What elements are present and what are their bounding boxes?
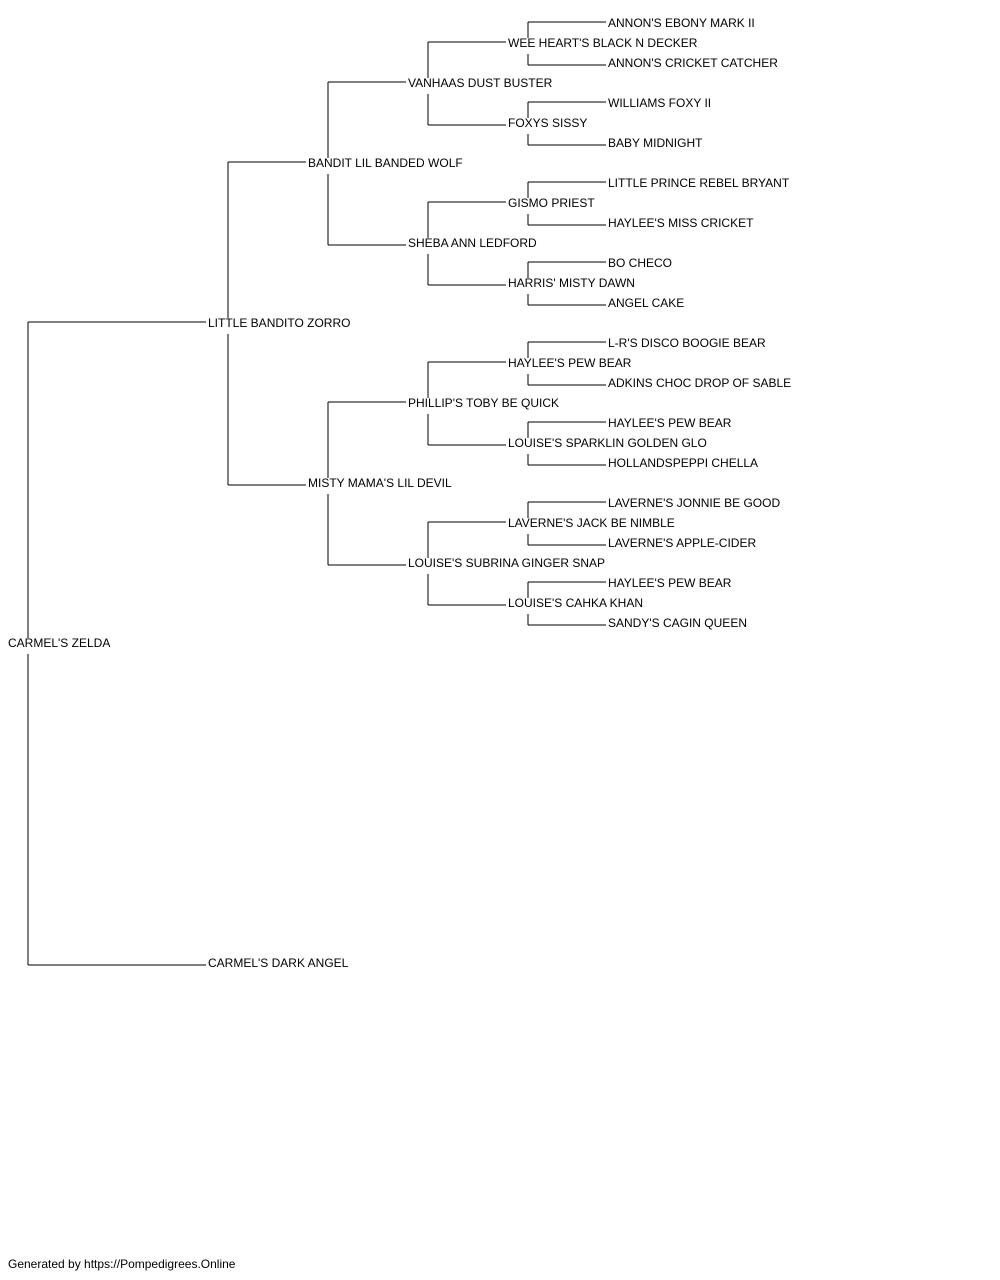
pedigree-dam-gen4[interactable]: LOUISE'S SPARKLIN GOLDEN GLO xyxy=(508,436,707,450)
pedigree-dam-gen2[interactable]: MISTY MAMA'S LIL DEVIL xyxy=(308,476,452,490)
pedigree-sire-gen5[interactable]: HAYLEE'S PEW BEAR xyxy=(608,576,732,590)
pedigree-dam-gen5[interactable]: ADKINS CHOC DROP OF SABLE xyxy=(608,376,792,390)
pedigree-dam-gen5[interactable]: HAYLEE'S MISS CRICKET xyxy=(608,216,754,230)
footer-credit: Generated by https://Pompedigrees.Online xyxy=(8,1257,236,1271)
pedigree-dam-gen5[interactable]: ANGEL CAKE xyxy=(608,296,685,310)
pedigree-subject-gen0[interactable]: CARMEL'S ZELDA xyxy=(8,636,111,650)
pedigree-sire-gen5[interactable]: BO CHECO xyxy=(608,256,673,270)
pedigree-dam-gen5[interactable]: SANDY'S CAGIN QUEEN xyxy=(608,616,747,630)
pedigree-dam-gen4[interactable]: LOUISE'S CAHKA KHAN xyxy=(508,596,643,610)
pedigree-sire-gen4[interactable]: HAYLEE'S PEW BEAR xyxy=(508,356,632,370)
pedigree-sire-gen5[interactable]: HAYLEE'S PEW BEAR xyxy=(608,416,732,430)
pedigree-dam-gen1[interactable]: CARMEL'S DARK ANGEL xyxy=(208,956,349,970)
pedigree-sire-gen3[interactable]: PHILLIP'S TOBY BE QUICK xyxy=(408,396,560,410)
pedigree-sire-gen4[interactable]: GISMO PRIEST xyxy=(508,196,595,210)
pedigree-sire-gen3[interactable]: VANHAAS DUST BUSTER xyxy=(408,76,553,90)
pedigree-dam-gen4[interactable]: FOXYS SISSY xyxy=(508,116,588,130)
pedigree-sire-gen4[interactable]: LAVERNE'S JACK BE NIMBLE xyxy=(508,516,675,530)
pedigree-sire-gen5[interactable]: LAVERNE'S JONNIE BE GOOD xyxy=(608,496,781,510)
pedigree-sire-gen5[interactable]: WILLIAMS FOXY II xyxy=(608,96,712,110)
pedigree-dam-gen3[interactable]: LOUISE'S SUBRINA GINGER SNAP xyxy=(408,556,606,570)
pedigree-dam-gen5[interactable]: BABY MIDNIGHT xyxy=(608,136,703,150)
pedigree-sire-gen5[interactable]: LITTLE PRINCE REBEL BRYANT xyxy=(608,176,790,190)
pedigree-sire-gen4[interactable]: WEE HEART'S BLACK N DECKER xyxy=(508,36,698,50)
pedigree-sire-gen2[interactable]: BANDIT LIL BANDED WOLF xyxy=(308,156,463,170)
pedigree-dam-gen5[interactable]: LAVERNE'S APPLE-CIDER xyxy=(608,536,757,550)
pedigree-dam-gen5[interactable]: ANNON'S CRICKET CATCHER xyxy=(608,56,778,70)
pedigree-dam-gen3[interactable]: SHEBA ANN LEDFORD xyxy=(408,236,537,250)
pedigree-sire-gen5[interactable]: ANNON'S EBONY MARK II xyxy=(608,16,755,30)
pedigree-dam-gen4[interactable]: HARRIS' MISTY DAWN xyxy=(508,276,635,290)
pedigree-dam-gen5[interactable]: HOLLANDSPEPPI CHELLA xyxy=(608,456,759,470)
pedigree-sire-gen1[interactable]: LITTLE BANDITO ZORRO xyxy=(208,316,351,330)
pedigree-sire-gen5[interactable]: L-R'S DISCO BOOGIE BEAR xyxy=(608,336,766,350)
